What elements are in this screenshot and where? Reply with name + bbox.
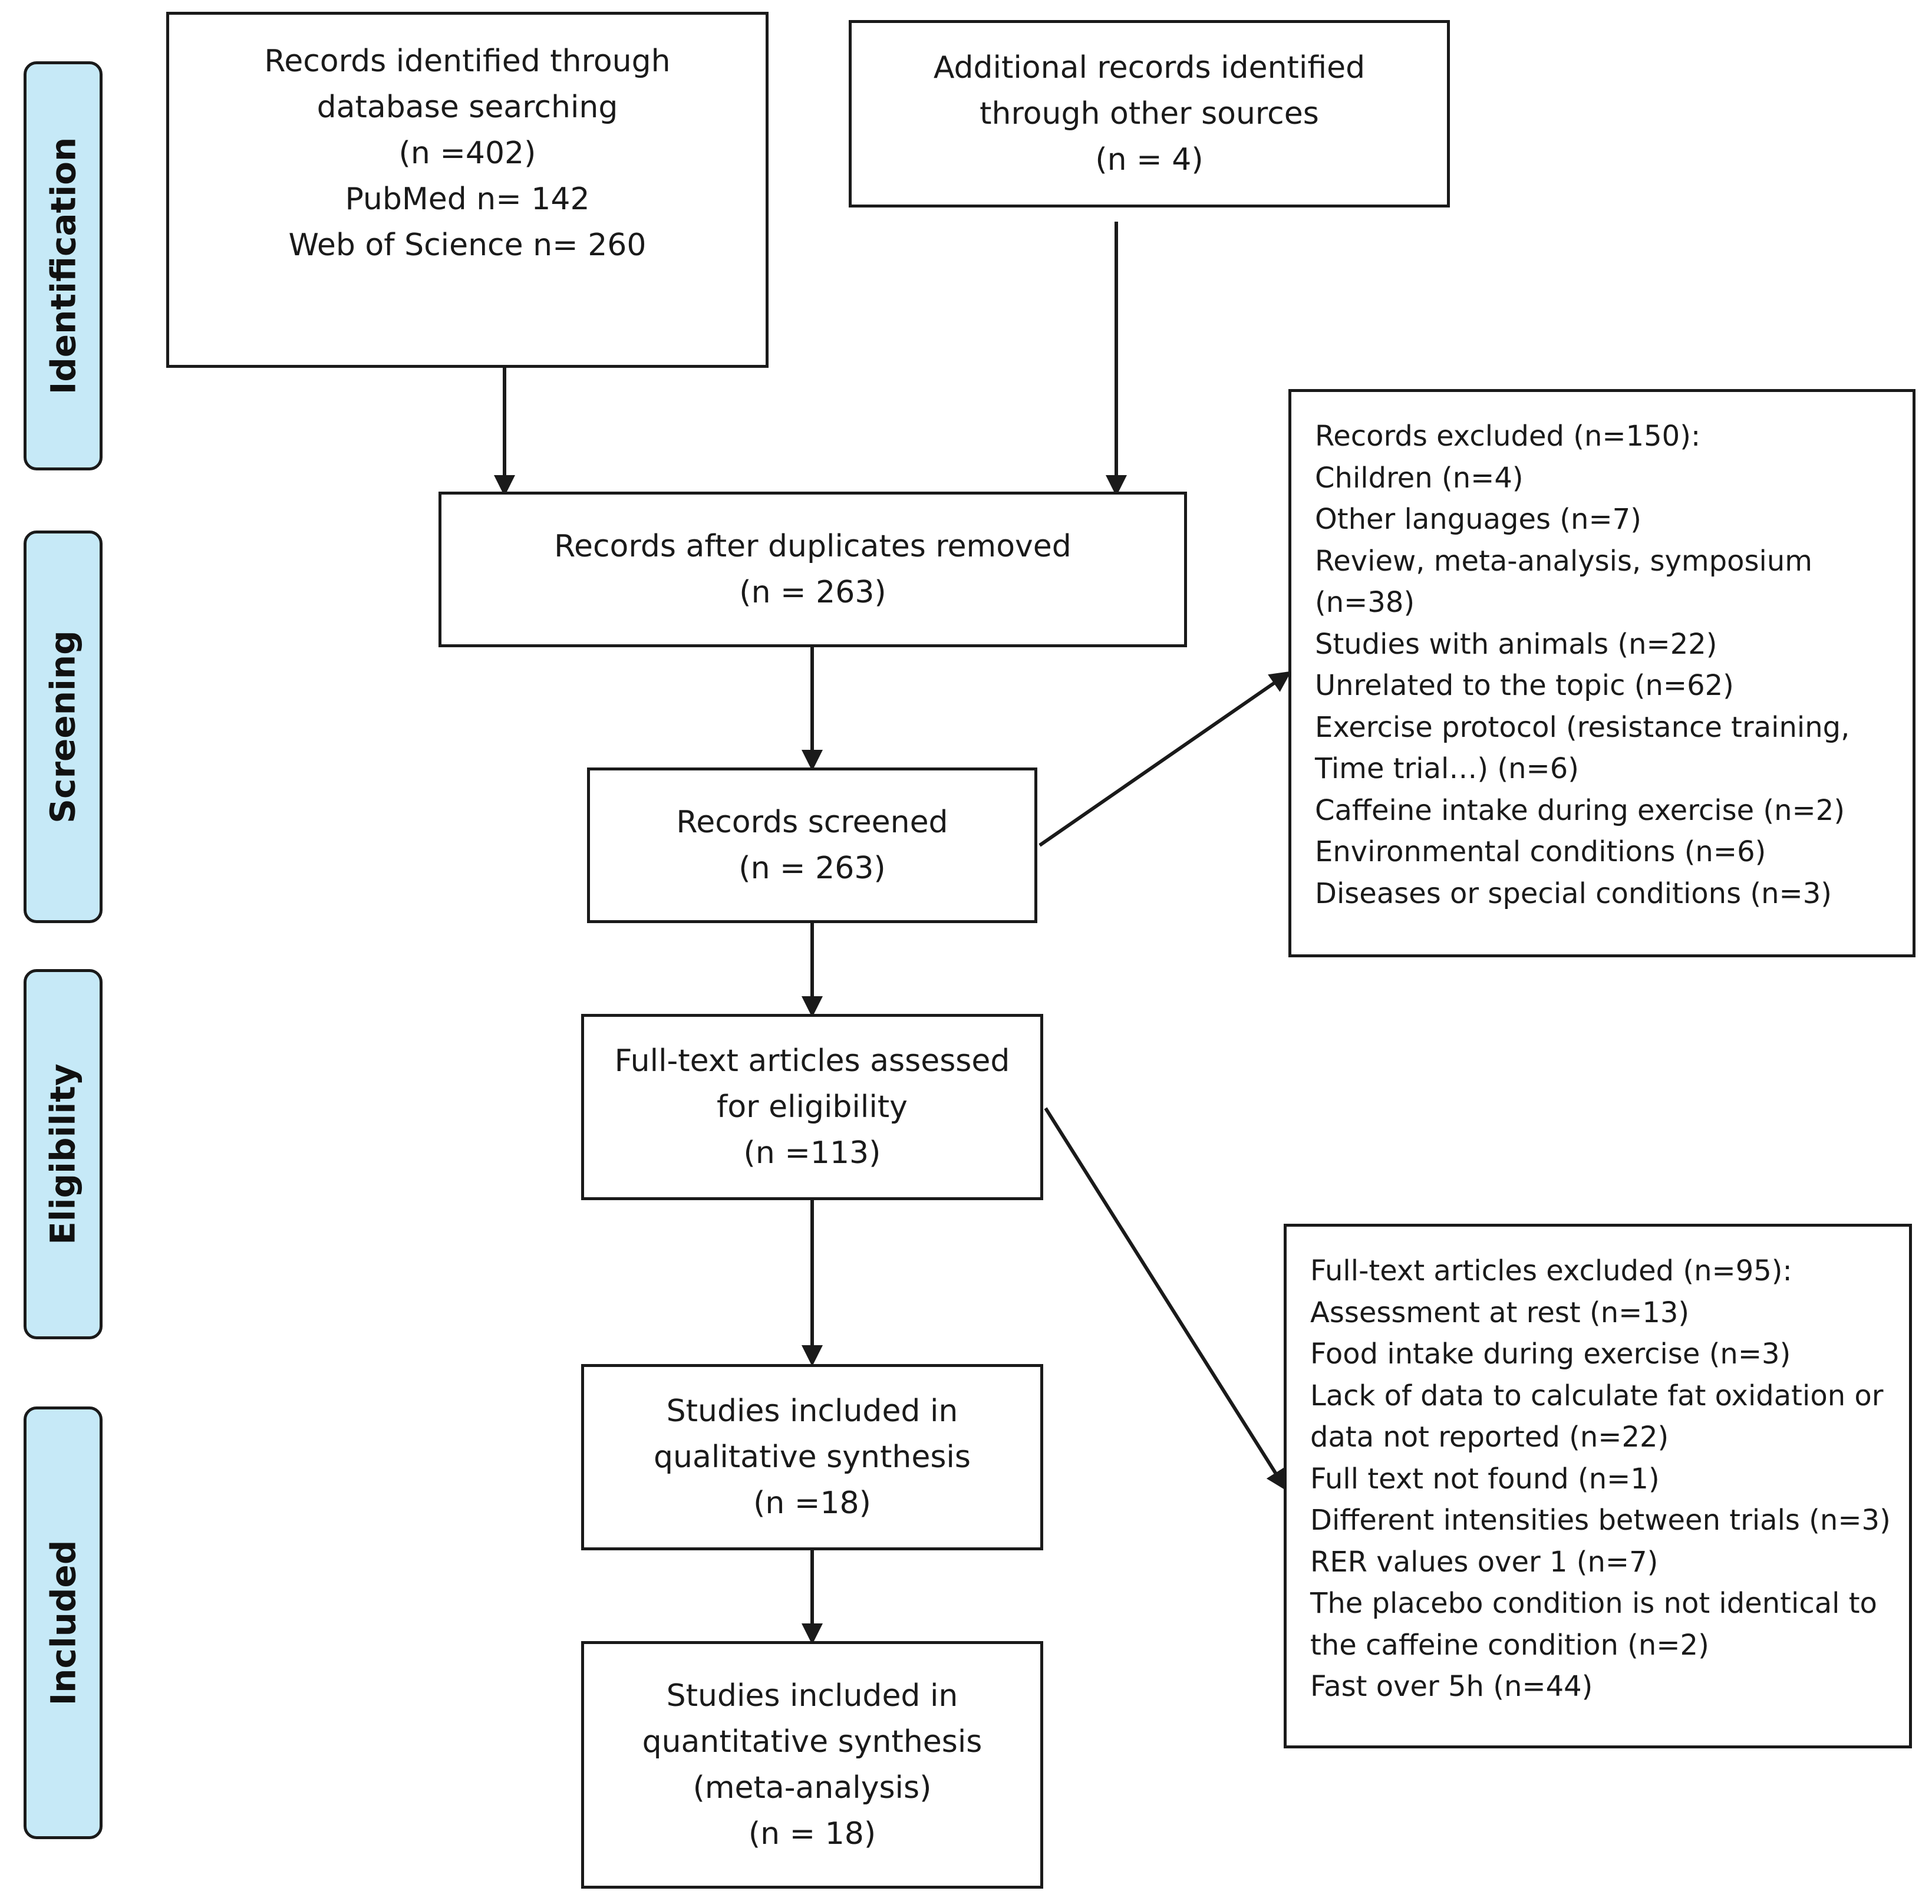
phase-eligibility-label: Eligibility [43, 1063, 84, 1245]
box-line: for eligibility [717, 1089, 908, 1125]
box-line: Different intensities between trials (n=… [1310, 1504, 1891, 1537]
box-line: through other sources [980, 96, 1319, 131]
box-line: Lack of data to calculate fat oxidation … [1310, 1379, 1884, 1412]
database-search-box: Records identified through database sear… [166, 12, 769, 368]
phase-identification-label: Identification [43, 137, 83, 395]
qualitative-synthesis-box: Studies included in qualitative synthesi… [581, 1364, 1043, 1550]
phase-included-label: Included [43, 1540, 84, 1706]
box-line: Studies with animals (n=22) [1315, 627, 1717, 661]
phase-screening-label: Screening [43, 630, 84, 823]
box-line: Full text not found (n=1) [1310, 1462, 1660, 1495]
box-line: (n=38) [1315, 586, 1415, 619]
arrow-fulltext-to-excluded [1044, 1107, 1287, 1491]
box-line: Records identified through [264, 44, 671, 79]
box-line: RER values over 1 (n=7) [1310, 1545, 1659, 1579]
fulltext-assessed-box: Full-text articles assessed for eligibil… [581, 1014, 1043, 1200]
box-line: Review, meta-analysis, symposium [1315, 544, 1813, 578]
box-line: Time trial…) (n=6) [1315, 752, 1579, 785]
box-line: (n = 263) [738, 851, 886, 886]
box-line: Records screened [676, 805, 948, 840]
box-line: data not reported (n=22) [1310, 1421, 1669, 1454]
box-line: Web of Science n= 260 [288, 228, 647, 263]
box-line: (meta-analysis) [693, 1770, 932, 1806]
box-line: the caffeine condition (n=2) [1310, 1628, 1709, 1662]
box-line: PubMed n= 142 [345, 182, 590, 217]
duplicates-removed-box: Records after duplicates removed (n = 26… [439, 492, 1187, 647]
box-line: qualitative synthesis [654, 1439, 971, 1475]
box-line: The placebo condition is not identical t… [1310, 1587, 1877, 1620]
quantitative-synthesis-box: Studies included in quantitative synthes… [581, 1641, 1043, 1889]
box-line: Full-text articles excluded (n=95): [1310, 1254, 1792, 1287]
fulltext-excluded-box: Full-text articles excluded (n=95): Asse… [1284, 1224, 1912, 1748]
box-line: Other languages (n=7) [1315, 503, 1641, 536]
box-line: quantitative synthesis [642, 1724, 983, 1760]
phase-included: Included [24, 1406, 103, 1839]
records-screened-box: Records screened (n = 263) [587, 767, 1037, 923]
box-line: Caffeine intake during exercise (n=2) [1315, 793, 1845, 827]
box-line: Fast over 5h (n=44) [1310, 1670, 1593, 1703]
box-line: (n =402) [398, 136, 536, 171]
box-line: database searching [316, 90, 618, 125]
box-line: (n =18) [753, 1485, 871, 1521]
phase-identification: Identification [24, 61, 103, 470]
box-line: Records excluded (n=150): [1315, 420, 1701, 453]
box-line: Studies included in [666, 1678, 958, 1714]
box-line: Assessment at rest (n=13) [1310, 1296, 1690, 1329]
box-line: (n = 18) [748, 1816, 876, 1852]
other-sources-box: Additional records identified through ot… [849, 20, 1450, 207]
records-excluded-box: Records excluded (n=150): Children (n=4)… [1288, 389, 1915, 957]
arrow-screened-to-excluded [1038, 671, 1291, 847]
box-line: (n = 4) [1095, 142, 1204, 177]
box-line: Food intake during exercise (n=3) [1310, 1338, 1791, 1371]
box-line: Full-text articles assessed [614, 1043, 1010, 1079]
phase-screening: Screening [24, 531, 103, 923]
box-line: Exercise protocol (resistance training, [1315, 710, 1850, 744]
box-line: Additional records identified [933, 50, 1366, 85]
phase-eligibility: Eligibility [24, 969, 103, 1339]
box-line: Children (n=4) [1315, 461, 1524, 495]
box-line: Records after duplicates removed [554, 529, 1071, 564]
box-line: Unrelated to the topic (n=62) [1315, 669, 1734, 702]
box-line: (n = 263) [739, 575, 886, 610]
box-line: (n =113) [743, 1135, 881, 1171]
box-line: Studies included in [666, 1394, 958, 1429]
box-line: Diseases or special conditions (n=3) [1315, 877, 1832, 910]
box-line: Environmental conditions (n=6) [1315, 835, 1766, 868]
